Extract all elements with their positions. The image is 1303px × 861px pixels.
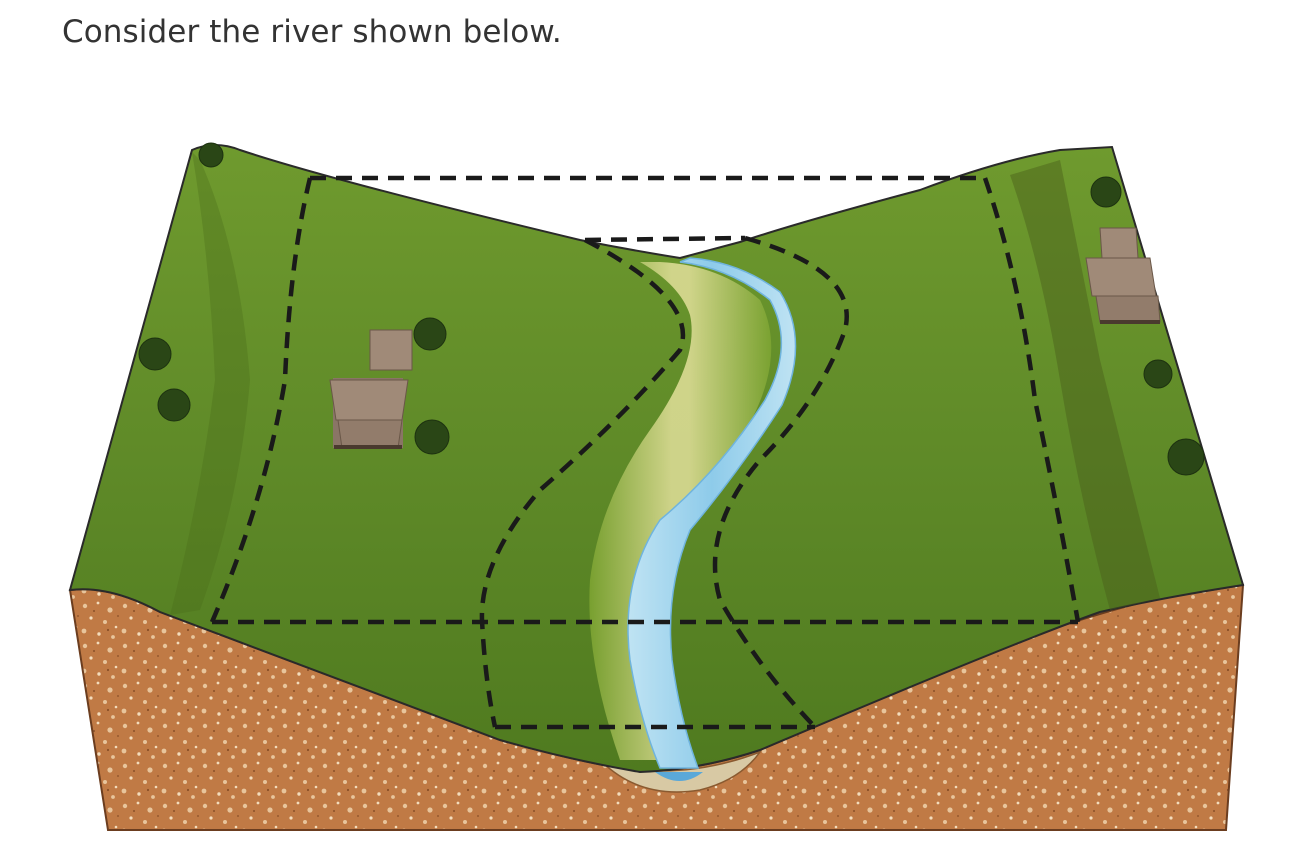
valley-boundary-dashed xyxy=(209,175,1081,625)
river-water-section xyxy=(655,772,703,781)
house-icon xyxy=(1085,227,1161,324)
tree-icon xyxy=(414,419,450,455)
house-icon xyxy=(329,329,413,449)
tree-icon xyxy=(413,317,447,351)
river-water xyxy=(627,257,797,769)
question-prompt: Consider the river shown below. xyxy=(62,14,562,50)
river-channel-section xyxy=(597,750,763,793)
tree-icon xyxy=(198,142,224,168)
tree-icon xyxy=(1143,359,1173,389)
floodplain-boundary-dashed xyxy=(479,235,849,730)
tree-icon xyxy=(1090,176,1122,208)
tree-icon xyxy=(1167,438,1205,476)
left-ridge-shading xyxy=(170,152,250,615)
right-ridge-shading xyxy=(1010,160,1160,610)
tree-icon xyxy=(138,337,172,371)
tree-icon xyxy=(157,388,191,422)
